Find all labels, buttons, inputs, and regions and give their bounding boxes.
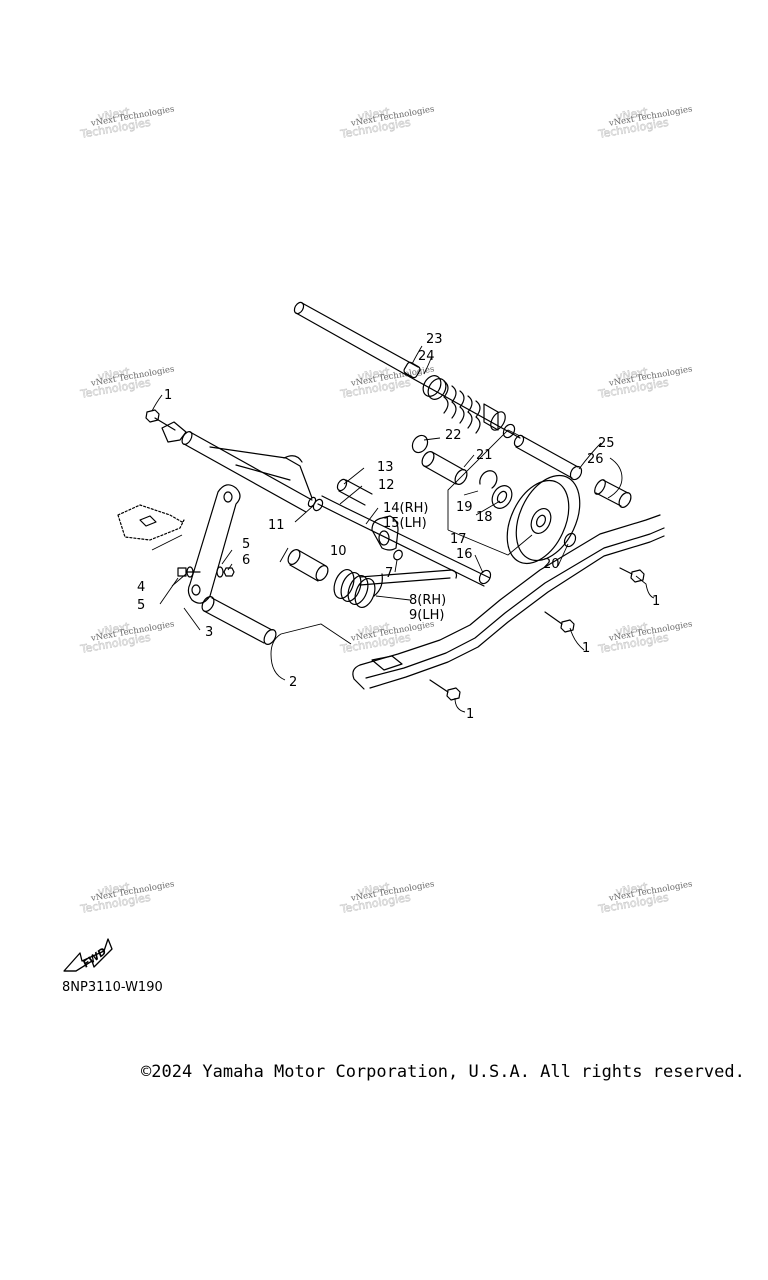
svg-text:vNext: vNext [615, 880, 650, 899]
ring-7 [393, 549, 403, 561]
watermark: vNext vNext Technologies Technologies [338, 879, 435, 916]
snap-ring-19 [479, 470, 498, 489]
shaft-12 [317, 495, 491, 587]
svg-text:vNext: vNext [357, 105, 392, 124]
callout-22: 22 [445, 428, 462, 443]
spacer-26 [594, 479, 632, 508]
ring-20 [563, 532, 577, 548]
link-arm-3 [187, 484, 241, 604]
svg-text:vNext: vNext [357, 365, 392, 384]
svg-text:vNext: vNext [615, 365, 650, 384]
bolt-1d [429, 679, 461, 701]
watermark: vNext vNext Technologies Technologies [78, 104, 175, 141]
callouts: 23 24 1 22 21 25 26 13 12 14(RH) 15(LH) … [137, 332, 660, 722]
callout-1c: 1 [582, 641, 590, 656]
washer-16 [478, 569, 492, 585]
torsion-spring-8-9 [333, 568, 458, 609]
watermark: vNext vNext Technologies Technologies [596, 104, 693, 141]
figure-code: 8NP3110-W190 [62, 980, 163, 995]
svg-text:vNext: vNext [97, 365, 132, 384]
callout-12: 12 [378, 478, 395, 493]
callout-26: 26 [587, 452, 604, 467]
washer-5 [186, 566, 224, 578]
svg-text:vNext: vNext [97, 620, 132, 639]
callout-6: 6 [242, 553, 250, 568]
watermark: vNext vNext Technologies Technologies [596, 364, 693, 401]
cam-14-15 [371, 515, 399, 551]
bolt-1c [544, 611, 575, 633]
slide-rail-frame [352, 514, 665, 690]
svg-text:vNext: vNext [357, 620, 392, 639]
callout-5b: 5 [137, 598, 145, 613]
svg-text:vNext: vNext [615, 620, 650, 639]
ring-22 [411, 434, 429, 454]
upper-axle-shaft [293, 301, 521, 439]
callout-1d: 1 [466, 707, 474, 722]
callout-15: 15(LH) [383, 516, 427, 531]
copyright-notice: ©2024 Yamaha Motor Corporation, U.S.A. A… [141, 1062, 745, 1082]
callout-23: 23 [426, 332, 443, 347]
svg-text:vNext: vNext [357, 880, 392, 899]
collar-2 [201, 596, 277, 645]
watermark: vNext vNext Technologies Technologies [596, 879, 693, 916]
callout-4: 4 [137, 580, 145, 595]
callout-11: 11 [268, 518, 285, 533]
callout-2: 2 [289, 675, 297, 690]
callout-9: 9(LH) [409, 608, 444, 623]
callout-5: 5 [242, 537, 250, 552]
leader-lines [151, 345, 655, 713]
callout-16: 16 [456, 547, 473, 562]
watermark: vNext vNext Technologies Technologies [596, 619, 693, 656]
svg-text:vNext: vNext [97, 880, 132, 899]
bolt-4 [177, 567, 201, 577]
callout-13: 13 [377, 460, 394, 475]
bearing-18 [491, 485, 513, 509]
watermark: vNext vNext Technologies Technologies [78, 619, 175, 656]
watermark: vNext vNext Technologies Technologies [78, 364, 175, 401]
svg-text:vNext: vNext [615, 105, 650, 124]
callout-21: 21 [476, 448, 493, 463]
bolt-1a [145, 409, 187, 443]
collar-10 [287, 549, 329, 582]
nut-6 [223, 567, 235, 577]
idler-wheel-17 [506, 474, 581, 565]
collar-25 [513, 434, 583, 481]
collar-21 [421, 451, 468, 485]
callout-20: 20 [543, 557, 560, 572]
callout-1b: 1 [652, 594, 660, 609]
bolt-1b [619, 567, 645, 583]
svg-text:vNext: vNext [97, 105, 132, 124]
callout-1: 1 [164, 388, 172, 403]
collar-13 [336, 478, 373, 506]
upper-spring-assembly [403, 361, 516, 439]
left-bracket [117, 504, 185, 541]
main-shaft [181, 431, 324, 513]
callout-17: 17 [450, 532, 467, 547]
fwd-arrow-icon: FWD [63, 938, 113, 972]
callout-7: 7 [385, 566, 393, 581]
swing-arm [209, 446, 313, 499]
watermark: vNext vNext Technologies Technologies [338, 104, 435, 141]
callout-24: 24 [418, 349, 435, 364]
callout-25: 25 [598, 436, 615, 451]
callout-10: 10 [330, 544, 347, 559]
callout-18: 18 [476, 510, 493, 525]
callout-3: 3 [205, 625, 213, 640]
callout-8: 8(RH) [409, 593, 446, 608]
watermark: vNext vNext Technologies Technologies [78, 879, 175, 916]
callout-14: 14(RH) [383, 501, 429, 516]
callout-19: 19 [456, 500, 473, 515]
